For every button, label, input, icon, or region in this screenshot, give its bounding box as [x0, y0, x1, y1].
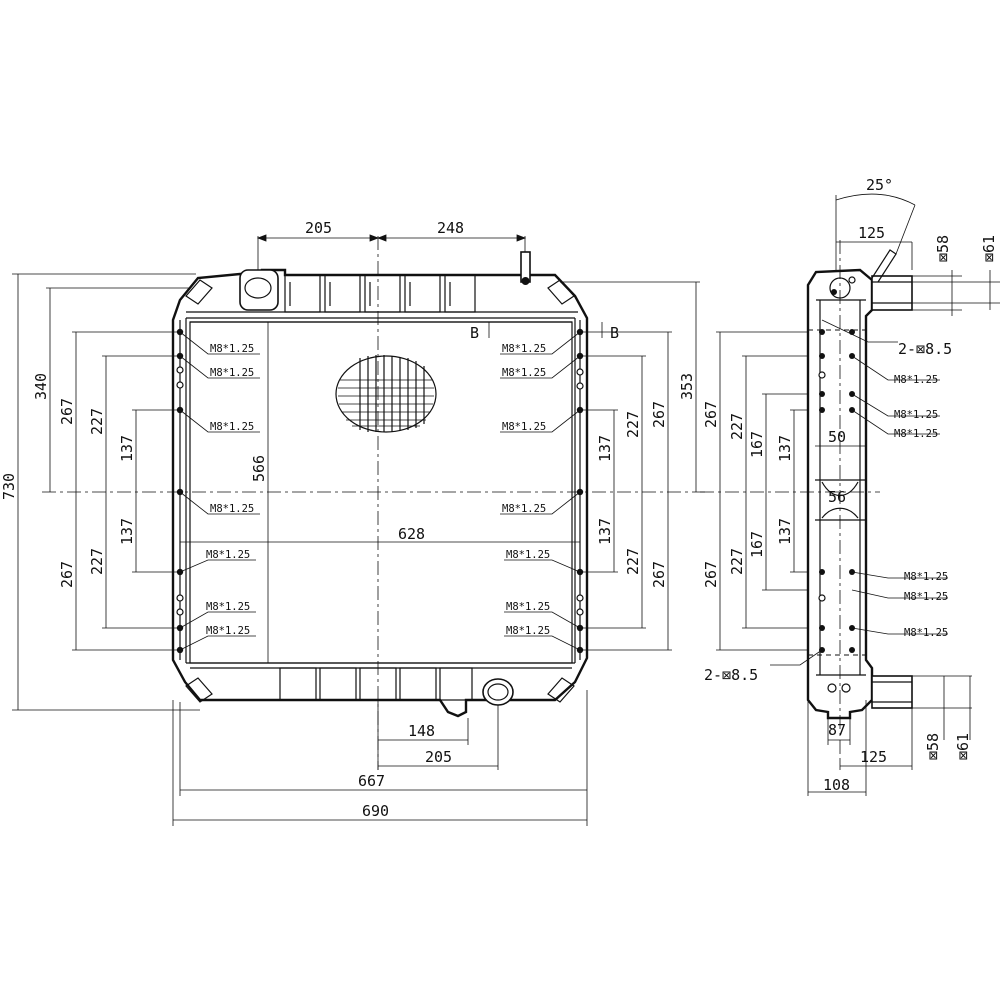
section-mark-right: B	[610, 324, 619, 342]
side-thread-label-4: M8*1.25	[904, 571, 948, 583]
dim-227-right-lower: 227	[624, 548, 642, 575]
dim-50: 50	[828, 428, 846, 446]
side-left-dimensions	[716, 331, 808, 651]
thread-label-r5: M8*1.25	[506, 549, 550, 561]
radiator-outline	[171, 268, 589, 718]
thread-label-r4: M8*1.25	[502, 503, 546, 515]
dim-125-top: 125	[858, 224, 885, 242]
side-dim-167-lower: 167	[748, 531, 766, 558]
dim-730: 730	[0, 473, 18, 500]
dim-205-bottom: 205	[425, 748, 452, 766]
dim-pipe-61-top: ⊠61	[980, 235, 998, 262]
side-thread-label-3: M8*1.25	[894, 428, 938, 440]
filler-cap	[244, 277, 272, 299]
dim-667: 667	[358, 772, 385, 790]
thread-label-l2: M8*1.25	[210, 367, 254, 379]
left-dimensions	[12, 273, 580, 711]
dim-227-left-lower: 227	[88, 548, 106, 575]
side-dim-267-lower: 267	[702, 561, 720, 588]
angle-dimension	[835, 193, 916, 270]
dim-125-bottom: 125	[860, 748, 887, 766]
hole-label-bottom: 2-⊠8.5	[704, 666, 758, 684]
bottom-dimensions	[172, 690, 588, 826]
dim-690: 690	[362, 802, 389, 820]
thread-label-l3: M8*1.25	[210, 421, 254, 433]
side-dim-227-lower: 227	[728, 548, 746, 575]
thread-label-r3: M8*1.25	[502, 421, 546, 433]
dim-pipe-58-bottom: ⊠58	[924, 733, 942, 760]
top-dimensions	[256, 234, 527, 270]
dim-566: 566	[250, 455, 268, 482]
thread-label-l5: M8*1.25	[206, 549, 250, 561]
dim-267-right-lower: 267	[650, 561, 668, 588]
thread-label-r2: M8*1.25	[502, 367, 546, 379]
side-view: 25° 125 ⊠58 ⊠61 2-⊠8.5 267 227 167 137 1…	[700, 176, 1000, 796]
mid-bracket	[815, 479, 865, 521]
side-bottom-dimensions	[807, 700, 913, 796]
dim-137-right-lower: 137	[596, 518, 614, 545]
side-dim-227-upper: 227	[728, 413, 746, 440]
corner-brackets	[185, 279, 575, 703]
dim-137-left-lower: 137	[118, 518, 136, 545]
side-dim-137-upper: 137	[776, 435, 794, 462]
thread-label-l7: M8*1.25	[206, 625, 250, 637]
bottom-tank-ribs	[279, 667, 473, 701]
dim-353: 353	[678, 373, 696, 400]
bottom-pipe	[871, 675, 913, 709]
thread-label-l4: M8*1.25	[210, 503, 254, 515]
dim-267-right-upper: 267	[650, 401, 668, 428]
thread-labels-left: M8*1.25 M8*1.25 M8*1.25 M8*1.25 M8*1.25 …	[179, 331, 260, 651]
thread-label-r1: M8*1.25	[502, 343, 546, 355]
dim-pipe-61-bottom: ⊠61	[954, 733, 972, 760]
top-tank-ribs	[284, 274, 476, 313]
dim-148: 148	[408, 722, 435, 740]
section-mark-left: B	[470, 324, 479, 342]
bottom-tank	[186, 662, 575, 669]
hole-label-top: 2-⊠8.5	[898, 340, 952, 358]
side-dim-267-upper: 267	[702, 401, 720, 428]
core-cutaway	[335, 355, 437, 433]
dim-56: 56	[828, 488, 846, 506]
right-dimensions	[560, 281, 700, 651]
side-thread-label-1: M8*1.25	[894, 374, 938, 386]
front-view: 205 248 730 340 267 227 137 137 227 267 …	[0, 219, 705, 826]
dim-205-top: 205	[305, 219, 332, 237]
dim-pipe-58-top: ⊠58	[934, 235, 952, 262]
dim-108: 108	[823, 776, 850, 794]
dim-248-top: 248	[437, 219, 464, 237]
side-thread-label-2: M8*1.25	[894, 409, 938, 421]
dim-267-left-upper: 267	[58, 398, 76, 425]
thread-label-l1: M8*1.25	[210, 343, 254, 355]
dim-137-left-upper: 137	[118, 435, 136, 462]
thread-labels-right: M8*1.25 M8*1.25 M8*1.25 M8*1.25 M8*1.25 …	[500, 331, 581, 651]
core	[189, 321, 573, 664]
inlet-stub-base	[521, 277, 530, 285]
side-thread-label-6: M8*1.25	[904, 627, 948, 639]
dim-227-right-upper: 227	[624, 411, 642, 438]
outlet-pipe-inner	[487, 683, 509, 701]
side-thread-label-5: M8*1.25	[904, 591, 948, 603]
angle-25: 25°	[866, 176, 893, 194]
thread-label-r7: M8*1.25	[506, 625, 550, 637]
dim-227-left-upper: 227	[88, 408, 106, 435]
filler-lever	[871, 249, 897, 283]
side-dim-137-lower: 137	[776, 518, 794, 545]
top-tank	[186, 311, 578, 323]
dim-137-right-upper: 137	[596, 435, 614, 462]
side-thread-labels: M8*1.25 M8*1.25 M8*1.25 M8*1.25 M8*1.25 …	[851, 355, 948, 639]
dim-340: 340	[32, 373, 50, 400]
dim-87: 87	[828, 721, 846, 739]
dim-267-left-lower: 267	[58, 561, 76, 588]
thread-label-l6: M8*1.25	[206, 601, 250, 613]
side-dim-167-upper: 167	[748, 431, 766, 458]
thread-label-r6: M8*1.25	[506, 601, 550, 613]
dim-628: 628	[398, 525, 425, 543]
